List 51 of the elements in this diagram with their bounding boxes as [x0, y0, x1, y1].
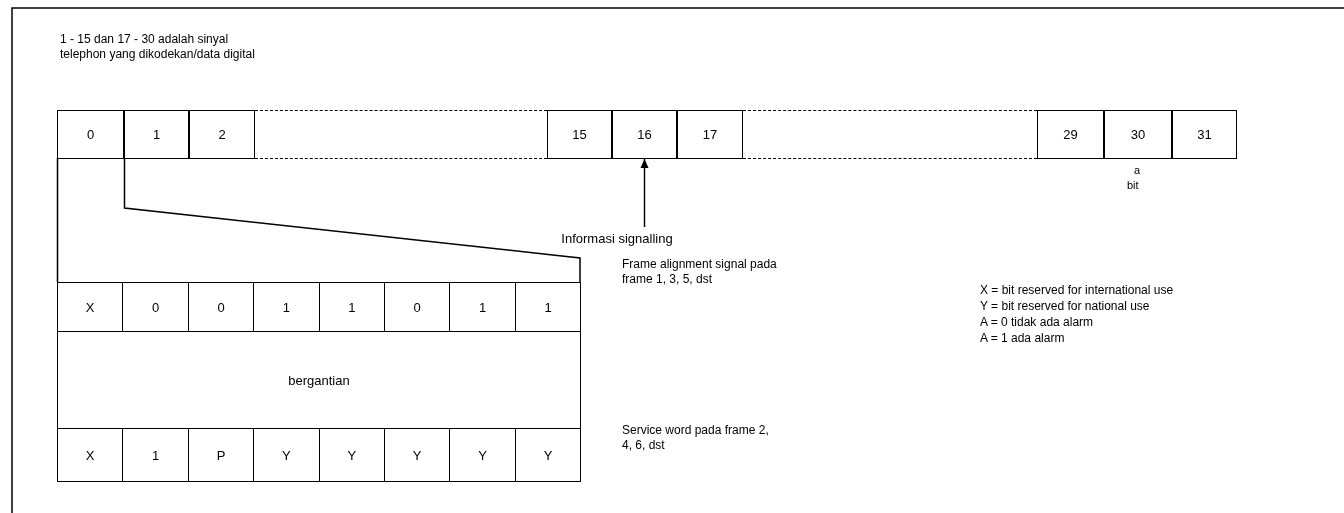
slot-note: a: [1134, 163, 1142, 178]
bit-cell: [514, 282, 582, 332]
cell-value: bergantian: [288, 372, 350, 388]
cell-value: P: [216, 447, 226, 463]
cell-value: Y: [478, 447, 487, 463]
row-description: Frame alignment signal pada frame 1, 3, 5, dst: [622, 257, 778, 287]
cell-value: 16: [637, 127, 652, 142]
cell-value: 1: [544, 299, 552, 315]
time-slot-cell: [189, 110, 255, 159]
cell-value: 1: [151, 447, 160, 463]
cell-value: 0: [217, 299, 225, 315]
time-slot-cell: [1172, 110, 1237, 159]
cell-value: 0: [86, 127, 95, 142]
legend-text: A = 1 ada alarm: [980, 331, 1066, 346]
cell-value: 31: [1197, 127, 1212, 142]
cell-value: Y: [282, 447, 291, 463]
cell-value: Y: [543, 447, 553, 463]
slot-note: bit: [1127, 178, 1140, 193]
alternating-band: [57, 331, 581, 429]
arrow: [640, 158, 649, 228]
time-slot-cell: [1037, 110, 1104, 159]
legend-text: Y = bit reserved for national use: [980, 299, 1151, 314]
cell-value: X: [85, 299, 95, 315]
time-slot-cell: [1104, 110, 1172, 159]
bit-cell: [57, 428, 124, 482]
bit-cell: [514, 428, 582, 482]
cell-value: 2: [218, 127, 226, 142]
cell-value: 1: [348, 299, 356, 315]
legend-text: A = 0 tidak ada alarm: [980, 315, 1095, 330]
cell-value: 0: [151, 299, 160, 315]
row-description: Service word pada frame 2, 4, 6, dst: [622, 423, 770, 453]
cell-value: 29: [1063, 127, 1078, 142]
cell-value: X: [85, 447, 95, 463]
time-slot-cell: [57, 110, 124, 159]
cell-value: 1: [478, 299, 487, 315]
heading-text: 1 - 15 dan 17 - 30 adalah sinyal telephon yang dikodekan/data digital: [60, 32, 256, 62]
time-slot-cell: [677, 110, 743, 159]
cell-value: 30: [1130, 127, 1146, 142]
time-slot-cell: [124, 110, 189, 159]
cell-value: 0: [413, 299, 421, 315]
cell-value: 15: [572, 127, 587, 142]
cell-value: Y: [412, 447, 422, 463]
cell-value: 1: [282, 299, 290, 315]
cell-value: 17: [702, 127, 718, 142]
legend-text: X = bit reserved for international use: [980, 283, 1175, 298]
cell-value: 1: [152, 127, 161, 142]
time-slot-cell: [612, 110, 677, 159]
time-slot-cell: [547, 110, 612, 159]
cell-value: Y: [347, 447, 357, 463]
bit-cell: [57, 282, 124, 332]
annotation-text: Informasi signalling: [561, 230, 673, 246]
